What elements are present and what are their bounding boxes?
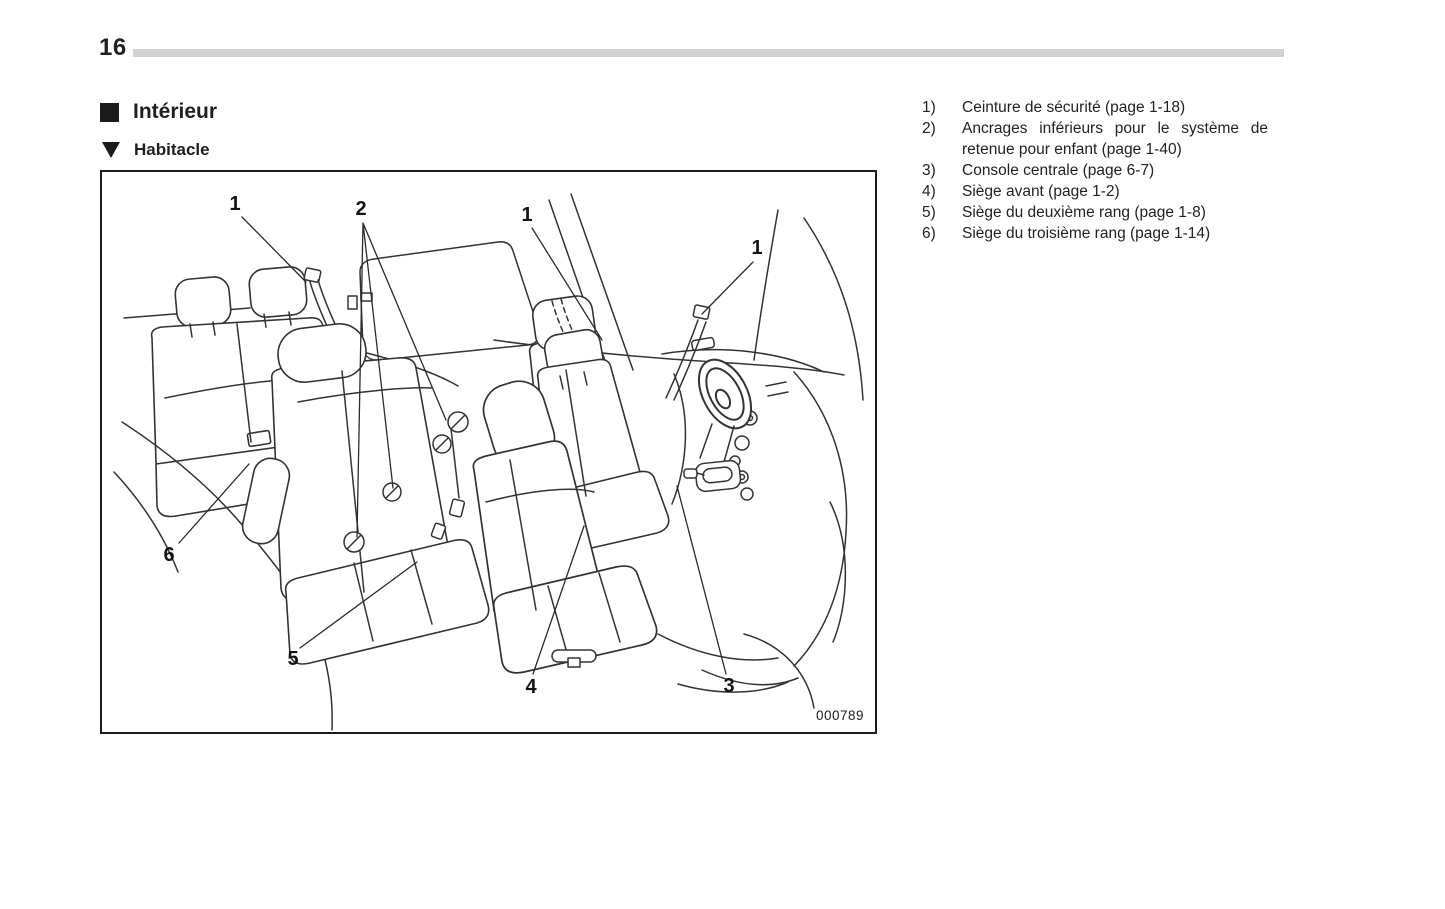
callout-5-second-row: 5 (287, 648, 299, 670)
legend-item-number: 1) (922, 99, 936, 116)
legend-item-text-line2: retenue pour enfant (page 1-40) (962, 141, 1182, 158)
legend-item-number: 5) (922, 204, 936, 221)
legend-item: 3) Console centrale (page 6-7) (922, 160, 1270, 181)
callout-6-third-row: 6 (163, 544, 175, 566)
legend-list: 1) Ceinture de sécurité (page 1-18) 2) A… (922, 97, 1270, 244)
legend-item-number: 2) (922, 120, 936, 137)
legend-item-number: 4) (922, 183, 936, 200)
callout-4-front-seat: 4 (525, 676, 537, 698)
callout-2-anchorages: 2 (355, 198, 367, 220)
figure-frame: 1 2 1 1 6 5 4 3 000789 (100, 170, 877, 734)
triangle-marker-icon (102, 142, 120, 158)
square-marker-icon (100, 102, 119, 122)
callout-3-console: 3 (723, 675, 735, 697)
legend-item-number: 3) (922, 162, 936, 179)
subsection-title: Habitacle (134, 140, 210, 159)
legend-item-text: Ancrages inférieurs pour le système de r… (962, 118, 1268, 160)
subsection-heading: Habitacle (102, 140, 210, 160)
figure-code: 000789 (815, 708, 864, 723)
legend-item-text: Siège avant (page 1-2) (962, 183, 1120, 200)
section-heading: Intérieur (100, 100, 217, 124)
section-title: Intérieur (133, 100, 218, 123)
legend-item-number: 6) (922, 225, 936, 242)
interior-illustration-icon (113, 193, 864, 731)
legend-item-text: Ceinture de sécurité (page 1-18) (962, 99, 1186, 116)
legend-item-text: Siège du troisième rang (page 1-14) (962, 225, 1211, 242)
legend-item-text: Console centrale (page 6-7) (962, 162, 1155, 179)
callout-1-center-belt: 1 (521, 204, 533, 226)
legend-item-text: Siège du deuxième rang (page 1-8) (962, 204, 1206, 221)
legend-item: 1) Ceinture de sécurité (page 1-18) (922, 97, 1270, 118)
callout-1-rear-belt: 1 (229, 193, 241, 215)
legend-item: 4) Siège avant (page 1-2) (922, 181, 1270, 202)
header-bar (133, 49, 1284, 57)
legend-item: 2) Ancrages inférieurs pour le système d… (922, 118, 1270, 160)
page-number: 16 (99, 34, 127, 61)
legend-item: 5) Siège du deuxième rang (page 1-8) (922, 202, 1270, 223)
callout-1-front-belt: 1 (751, 237, 763, 259)
legend-item: 6) Siège du troisième rang (page 1-14) (922, 223, 1270, 244)
legend-item-text-line1: Ancrages inférieurs pour le système de (962, 120, 1268, 137)
